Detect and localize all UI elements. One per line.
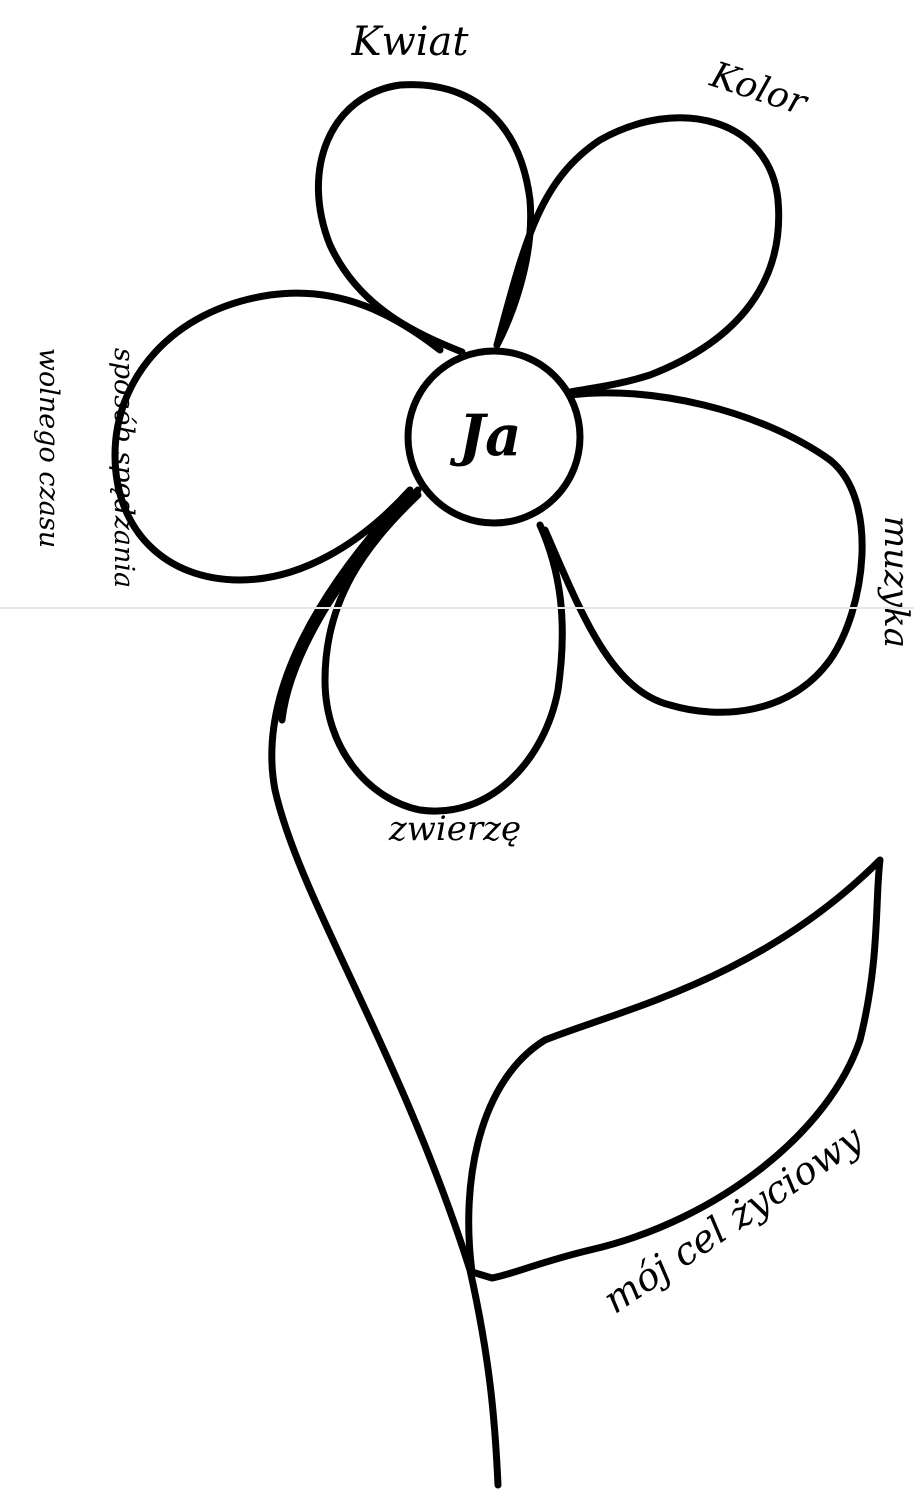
petal-label-right: muzyka [876, 516, 914, 648]
petal-label-left-line2: wolnego czasu [33, 348, 64, 548]
petal-label-left-line1: sposób spędzania [108, 348, 139, 588]
petal-label-top: Kwiat [351, 19, 470, 65]
petal-top-right [497, 118, 779, 392]
center-label: Ja [450, 403, 522, 469]
leaf-label: mój cel życiowy [595, 1116, 871, 1322]
leaf [469, 860, 880, 1278]
flower-stem-inner [282, 490, 418, 720]
petal-label-bottom: zwierzę [388, 809, 521, 849]
petal-label-top-right: Kolor [705, 54, 814, 124]
petal-left [115, 293, 440, 580]
page-fold-line [0, 607, 914, 609]
petal-top [318, 85, 530, 352]
petal-right [545, 393, 862, 712]
petal-bottom [325, 495, 562, 811]
